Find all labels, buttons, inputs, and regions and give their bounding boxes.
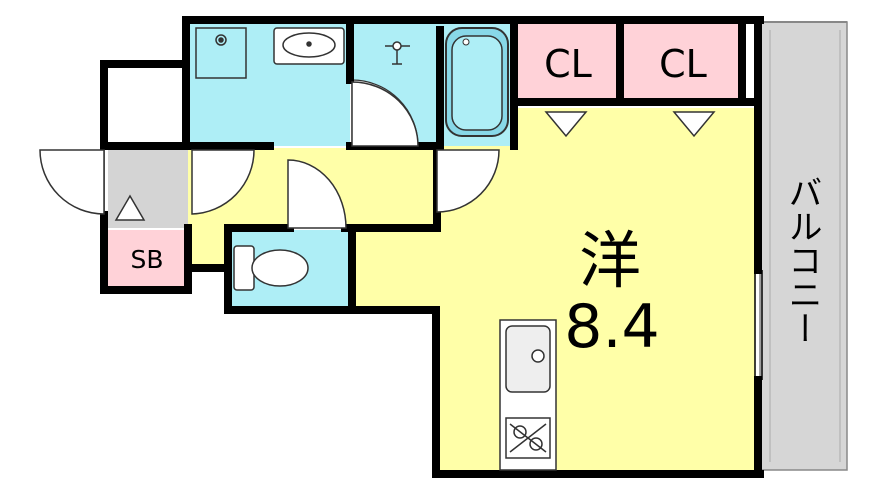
entrance-marker-icon — [114, 194, 146, 221]
balcony-label: バルコニー — [782, 175, 822, 345]
hallway-lower — [188, 220, 228, 270]
room-size-label: 8.4 — [564, 292, 660, 362]
closet-label-1: CL — [544, 42, 592, 86]
washing-machine-icon — [195, 27, 247, 79]
closet-2 — [624, 24, 742, 100]
room-door — [436, 149, 500, 213]
shower-icon — [385, 41, 410, 65]
toilet-door — [287, 159, 347, 229]
closet-1 — [515, 24, 620, 100]
toilet-icon — [233, 245, 309, 291]
storage-top-left — [108, 64, 186, 146]
shoebox — [108, 230, 186, 288]
closet-marker-icon-1 — [544, 111, 588, 138]
entrance-door — [39, 149, 105, 215]
closet-marker-icon-2 — [672, 111, 716, 138]
bathtub-icon — [445, 27, 509, 137]
walls — [100, 16, 764, 478]
room-type-label: 洋 — [578, 224, 641, 297]
washbasin-icon — [273, 27, 345, 65]
doors — [39, 81, 500, 229]
kitchen-sink-icon — [499, 319, 557, 471]
stove-icon — [509, 423, 547, 453]
shoebox-label: SB — [130, 245, 164, 274]
closet-label-2: CL — [659, 42, 707, 86]
balcony-area — [759, 21, 848, 471]
hall-door-left — [191, 149, 255, 215]
bath-door — [351, 81, 419, 147]
